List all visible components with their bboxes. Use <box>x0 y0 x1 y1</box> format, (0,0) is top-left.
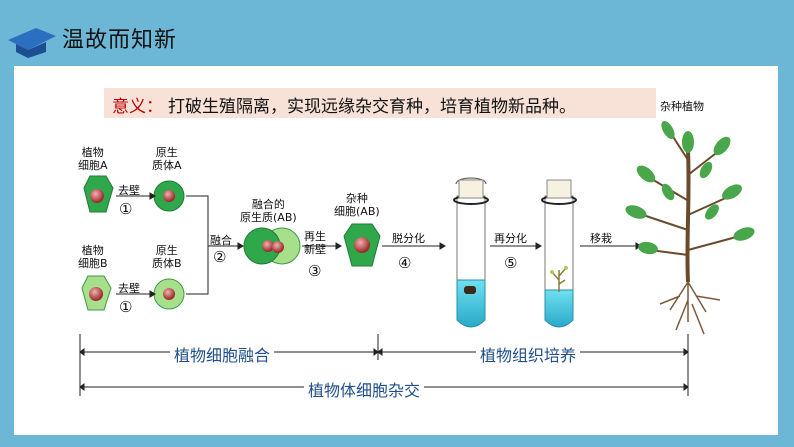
graduation-cap-icon <box>8 28 56 58</box>
plant-cell-b <box>81 275 112 311</box>
meaning-box: 意义： 打破生殖隔离，实现远缘杂交育种，培育植物新品种。 <box>104 88 656 118</box>
protoplast-a-label: 原生 质体A <box>152 146 182 172</box>
range-label-tissue-culture: 植物组织培养 <box>476 342 581 366</box>
process-arrows <box>116 192 642 298</box>
step-remove-wall-a: 去壁 <box>118 184 140 197</box>
protoplast-b-label: 原生 质体B <box>152 244 182 270</box>
page-title: 温故而知新 <box>62 28 178 53</box>
range-label-cell-fusion: 植物细胞融合 <box>170 342 275 366</box>
step-number-4: ④ <box>398 254 412 272</box>
test-tube-callus <box>453 177 489 328</box>
meaning-label: 意义： <box>112 97 163 117</box>
step-dedifferentiation: 脱分化 <box>392 232 425 245</box>
fused-protoplast <box>243 227 301 265</box>
step-remove-wall-b: 去壁 <box>118 282 140 295</box>
step-regenerate-wall: 再生 新壁 <box>304 230 326 256</box>
step-number-5: ⑤ <box>504 254 518 272</box>
protoplast-b <box>153 278 185 310</box>
range-label-somatic-hybridization: 植物体细胞杂交 <box>304 377 425 401</box>
step-number-1b: ① <box>119 298 133 316</box>
step-number-2: ② <box>213 248 227 266</box>
step-number-1a: ① <box>119 200 133 218</box>
hybrid-cell-label: 杂种 细胞(AB) <box>334 192 380 218</box>
protoplast-a <box>153 180 185 212</box>
cell-a-label: 植物 细胞A <box>78 146 108 172</box>
hybrid-cell <box>343 223 381 267</box>
step-number-3: ③ <box>308 262 322 280</box>
plant-cell-a <box>83 175 114 213</box>
meaning-text: 打破生殖隔离，实现远缘杂交育种，培育植物新品种。 <box>168 97 576 117</box>
step-fusion: 融合 <box>210 234 232 247</box>
fused-protoplast-label: 融合的 原生质(AB) <box>240 198 297 224</box>
hybrid-plant <box>625 120 755 335</box>
cell-b-label: 植物 细胞B <box>78 244 108 270</box>
hybrid-plant-label: 杂种植物 <box>660 100 704 113</box>
step-redifferentiation: 再分化 <box>494 232 527 245</box>
test-tube-seedling <box>541 179 577 328</box>
step-transplant: 移栽 <box>590 232 612 245</box>
